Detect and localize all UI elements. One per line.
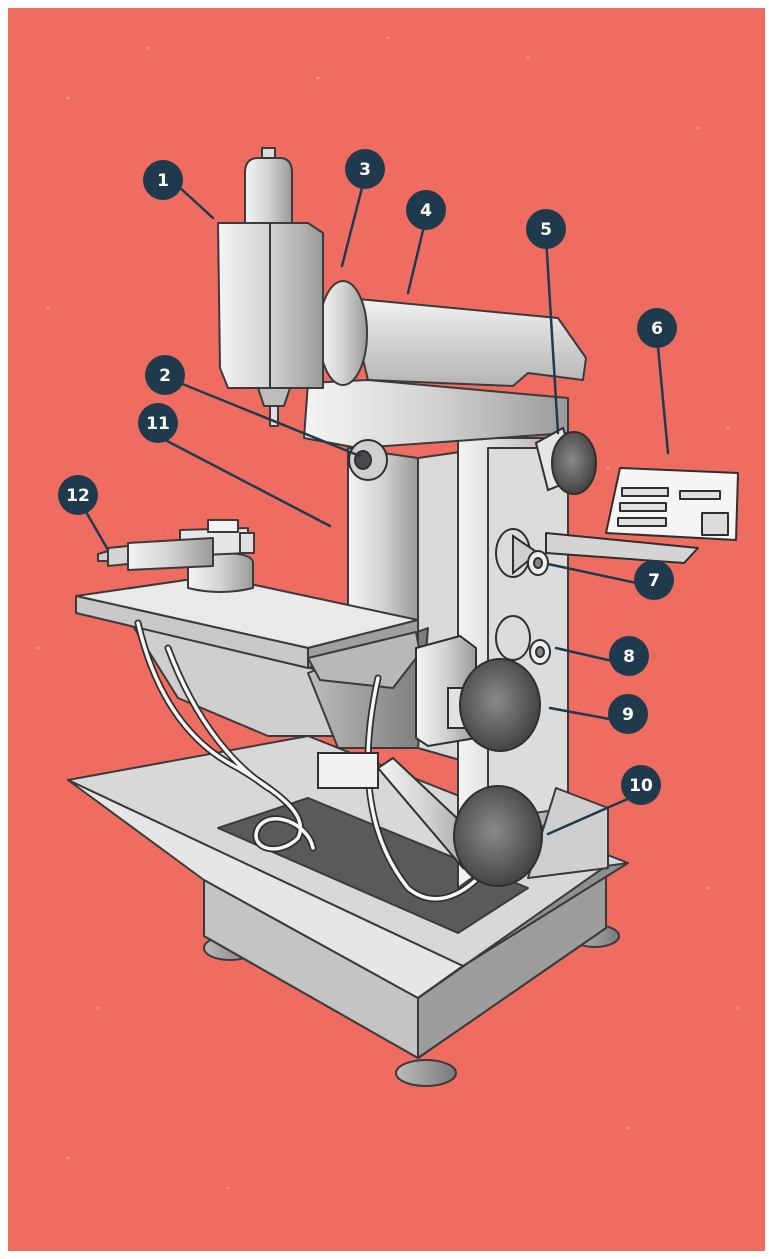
callout-6-label: 6 <box>651 319 663 339</box>
callout-11: 11 <box>138 403 178 443</box>
callout-8-label: 8 <box>623 647 635 667</box>
callout-6: 6 <box>637 308 677 348</box>
info-plate <box>545 467 739 564</box>
callout-3-label: 3 <box>359 160 371 180</box>
callout-2: 2 <box>145 355 185 395</box>
callout-7-label: 7 <box>648 571 660 591</box>
callout-3: 3 <box>345 149 385 189</box>
callout-2-label: 2 <box>159 366 171 386</box>
callout-1-label: 1 <box>157 171 169 191</box>
callout-7: 7 <box>634 560 674 600</box>
callout-5-label: 5 <box>540 220 552 240</box>
callout-10: 10 <box>621 765 661 805</box>
knee-and-table <box>75 519 429 749</box>
callout-leaders <box>79 174 670 836</box>
callout-4-label: 4 <box>420 201 432 221</box>
callout-12: 12 <box>58 475 98 515</box>
callout-12-label: 12 <box>66 486 90 506</box>
callout-1: 1 <box>143 160 183 200</box>
handwheels <box>317 426 597 887</box>
background-speckles <box>36 36 740 1210</box>
callout-9-label: 9 <box>622 705 634 725</box>
spindle-head <box>217 147 324 427</box>
overarm <box>303 280 587 449</box>
diagram-frame: 1 2 3 4 5 6 7 8 9 10 11 12 <box>8 8 765 1251</box>
callout-4: 4 <box>406 190 446 230</box>
callout-5: 5 <box>526 209 566 249</box>
callout-11-label: 11 <box>146 414 170 434</box>
callout-9: 9 <box>608 694 648 734</box>
callout-8: 8 <box>609 636 649 676</box>
milling-machine-illustration: 1 2 3 4 5 6 7 8 9 10 11 12 <box>36 36 740 1210</box>
callout-10-label: 10 <box>629 776 653 796</box>
machine-base <box>67 735 629 1087</box>
